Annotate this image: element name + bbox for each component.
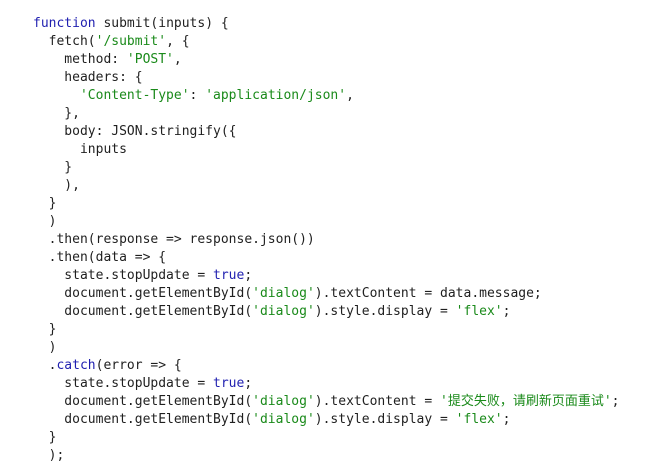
code-token-string: 'POST'	[126, 52, 174, 67]
code-line[interactable]: },	[33, 105, 80, 123]
code-token-string: 'flex'	[455, 304, 503, 319]
code-token-string: 'dialog'	[252, 286, 315, 301]
code-token-plain: ).textContent =	[314, 394, 441, 409]
code-token-plain: }	[33, 160, 73, 175]
code-token-plain: ),	[33, 178, 80, 193]
code-token-plain: .then(response => response.json())	[33, 232, 315, 247]
code-token-plain: .then(data => {	[33, 250, 167, 265]
code-token-plain: document.getElementById(	[33, 286, 253, 301]
code-token-plain: ,	[346, 88, 354, 103]
code-token-plain: )	[33, 340, 57, 355]
code-line[interactable]: }	[33, 195, 57, 213]
code-line[interactable]: )	[33, 213, 57, 231]
code-token-plain: ).style.display =	[314, 412, 456, 427]
code-line[interactable]: }	[33, 321, 57, 339]
code-line[interactable]: .catch(error => {	[33, 357, 182, 375]
code-line[interactable]: );	[33, 447, 65, 465]
code-token-plain: :	[189, 88, 206, 103]
code-line[interactable]: method: 'POST',	[33, 51, 182, 69]
code-token-string: '提交失败，请刷新页面重试'	[440, 394, 612, 409]
code-token-plain: (error => {	[95, 358, 182, 373]
code-token-string: '/submit'	[95, 34, 167, 49]
code-token-plain: document.getElementById(	[33, 412, 253, 427]
code-line[interactable]: }	[33, 429, 57, 447]
code-token-plain: ,	[173, 52, 182, 67]
code-token-plain: }	[33, 196, 57, 211]
code-line[interactable]: function submit(inputs) {	[33, 15, 229, 33]
code-token-plain: ;	[502, 412, 511, 427]
code-token-plain: },	[33, 106, 80, 121]
code-token-string: 'dialog'	[252, 394, 315, 409]
code-token-plain: state.stopUpdate =	[33, 376, 214, 391]
code-line[interactable]: fetch('/submit', {	[33, 33, 190, 51]
code-editor[interactable]: function submit(inputs) { fetch('/submit…	[0, 15, 657, 469]
code-token-string: 'dialog'	[252, 412, 315, 427]
code-token-string: 'Content-Type'	[79, 88, 190, 103]
code-line[interactable]: state.stopUpdate = true;	[33, 375, 252, 393]
code-token-string: 'application/json'	[205, 88, 347, 103]
code-token-plain: submit(inputs) {	[95, 16, 229, 31]
code-token-plain: ).style.display =	[314, 304, 456, 319]
code-line[interactable]: .then(response => response.json())	[33, 231, 315, 249]
code-token-plain	[33, 88, 80, 103]
code-token-plain: document.getElementById(	[33, 394, 253, 409]
code-token-keyword: true	[213, 268, 245, 283]
code-token-plain: inputs	[33, 142, 127, 157]
code-token-plain: headers: {	[33, 70, 143, 85]
code-token-keyword: function	[33, 16, 96, 31]
code-line[interactable]: inputs	[33, 141, 127, 159]
code-line[interactable]: document.getElementById('dialog').style.…	[33, 411, 510, 429]
code-token-plain: fetch(	[33, 34, 96, 49]
code-token-string: 'dialog'	[252, 304, 315, 319]
code-line[interactable]: .then(data => {	[33, 249, 166, 267]
code-token-keyword: true	[213, 376, 245, 391]
code-line[interactable]: document.getElementById('dialog').textCo…	[33, 285, 542, 303]
code-token-plain: ;	[244, 376, 253, 391]
code-token-plain: method:	[33, 52, 127, 67]
code-line[interactable]: body: JSON.stringify({	[33, 123, 237, 141]
code-token-plain: body: JSON.stringify({	[33, 124, 237, 139]
code-line[interactable]: ),	[33, 177, 80, 195]
code-token-plain: }	[33, 430, 57, 445]
code-token-plain: state.stopUpdate =	[33, 268, 214, 283]
code-token-keyword: catch	[56, 358, 96, 373]
code-line[interactable]: )	[33, 339, 57, 357]
code-line[interactable]: document.getElementById('dialog').textCo…	[33, 393, 620, 411]
code-line[interactable]: document.getElementById('dialog').style.…	[33, 303, 510, 321]
code-line[interactable]: }	[33, 159, 72, 177]
code-line[interactable]: 'Content-Type': 'application/json',	[33, 87, 354, 105]
code-token-plain: .	[33, 358, 57, 373]
code-token-plain: ;	[502, 304, 511, 319]
code-line[interactable]: headers: {	[33, 69, 143, 87]
code-token-plain: document.getElementById(	[33, 304, 253, 319]
code-token-plain: ;	[244, 268, 253, 283]
code-token-plain: }	[33, 322, 57, 337]
code-token-plain: )	[33, 214, 57, 229]
code-token-plain: ;	[611, 394, 620, 409]
code-token-string: 'flex'	[455, 412, 503, 427]
code-token-plain: );	[33, 448, 65, 463]
code-token-plain: ).textContent = data.message;	[314, 286, 542, 301]
code-line[interactable]: state.stopUpdate = true;	[33, 267, 252, 285]
code-token-plain: , {	[166, 34, 190, 49]
